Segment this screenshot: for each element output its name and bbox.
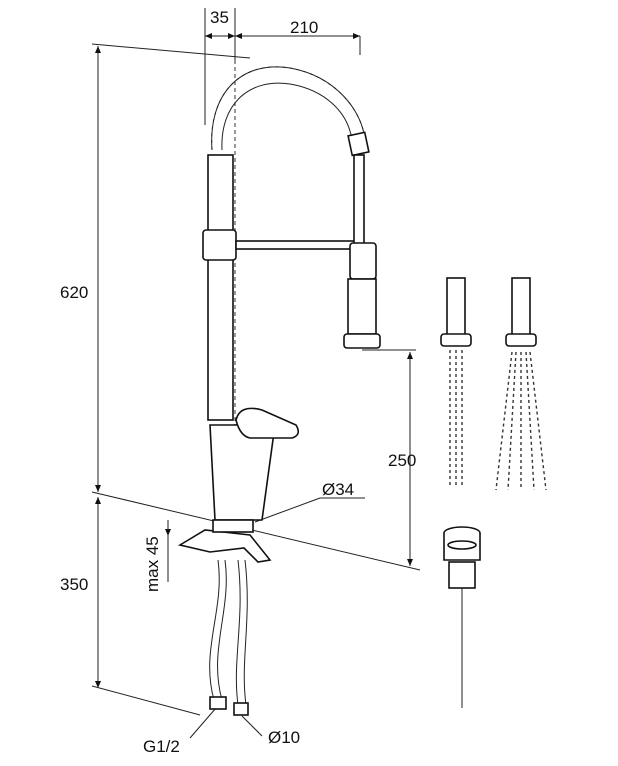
spray-pattern-jet <box>440 277 472 488</box>
dim-max-45: max 45 <box>143 536 162 592</box>
dim-35: 35 <box>210 8 229 27</box>
supply-hoses <box>209 559 249 716</box>
dim-210: 210 <box>290 18 318 37</box>
dim-350: 350 <box>60 575 88 594</box>
dimension-lines <box>91 8 421 739</box>
spray-pattern-shower <box>495 277 547 491</box>
pop-up-waste <box>443 526 481 708</box>
spring-coil <box>211 66 366 151</box>
dim-620: 620 <box>60 283 88 302</box>
dim-diameter-10: Ø10 <box>268 728 300 747</box>
dim-diameter-34: Ø34 <box>322 480 354 499</box>
pull-out-spray <box>343 131 381 349</box>
dim-g1-2: G1/2 <box>143 737 180 756</box>
dim-250: 250 <box>388 451 416 470</box>
